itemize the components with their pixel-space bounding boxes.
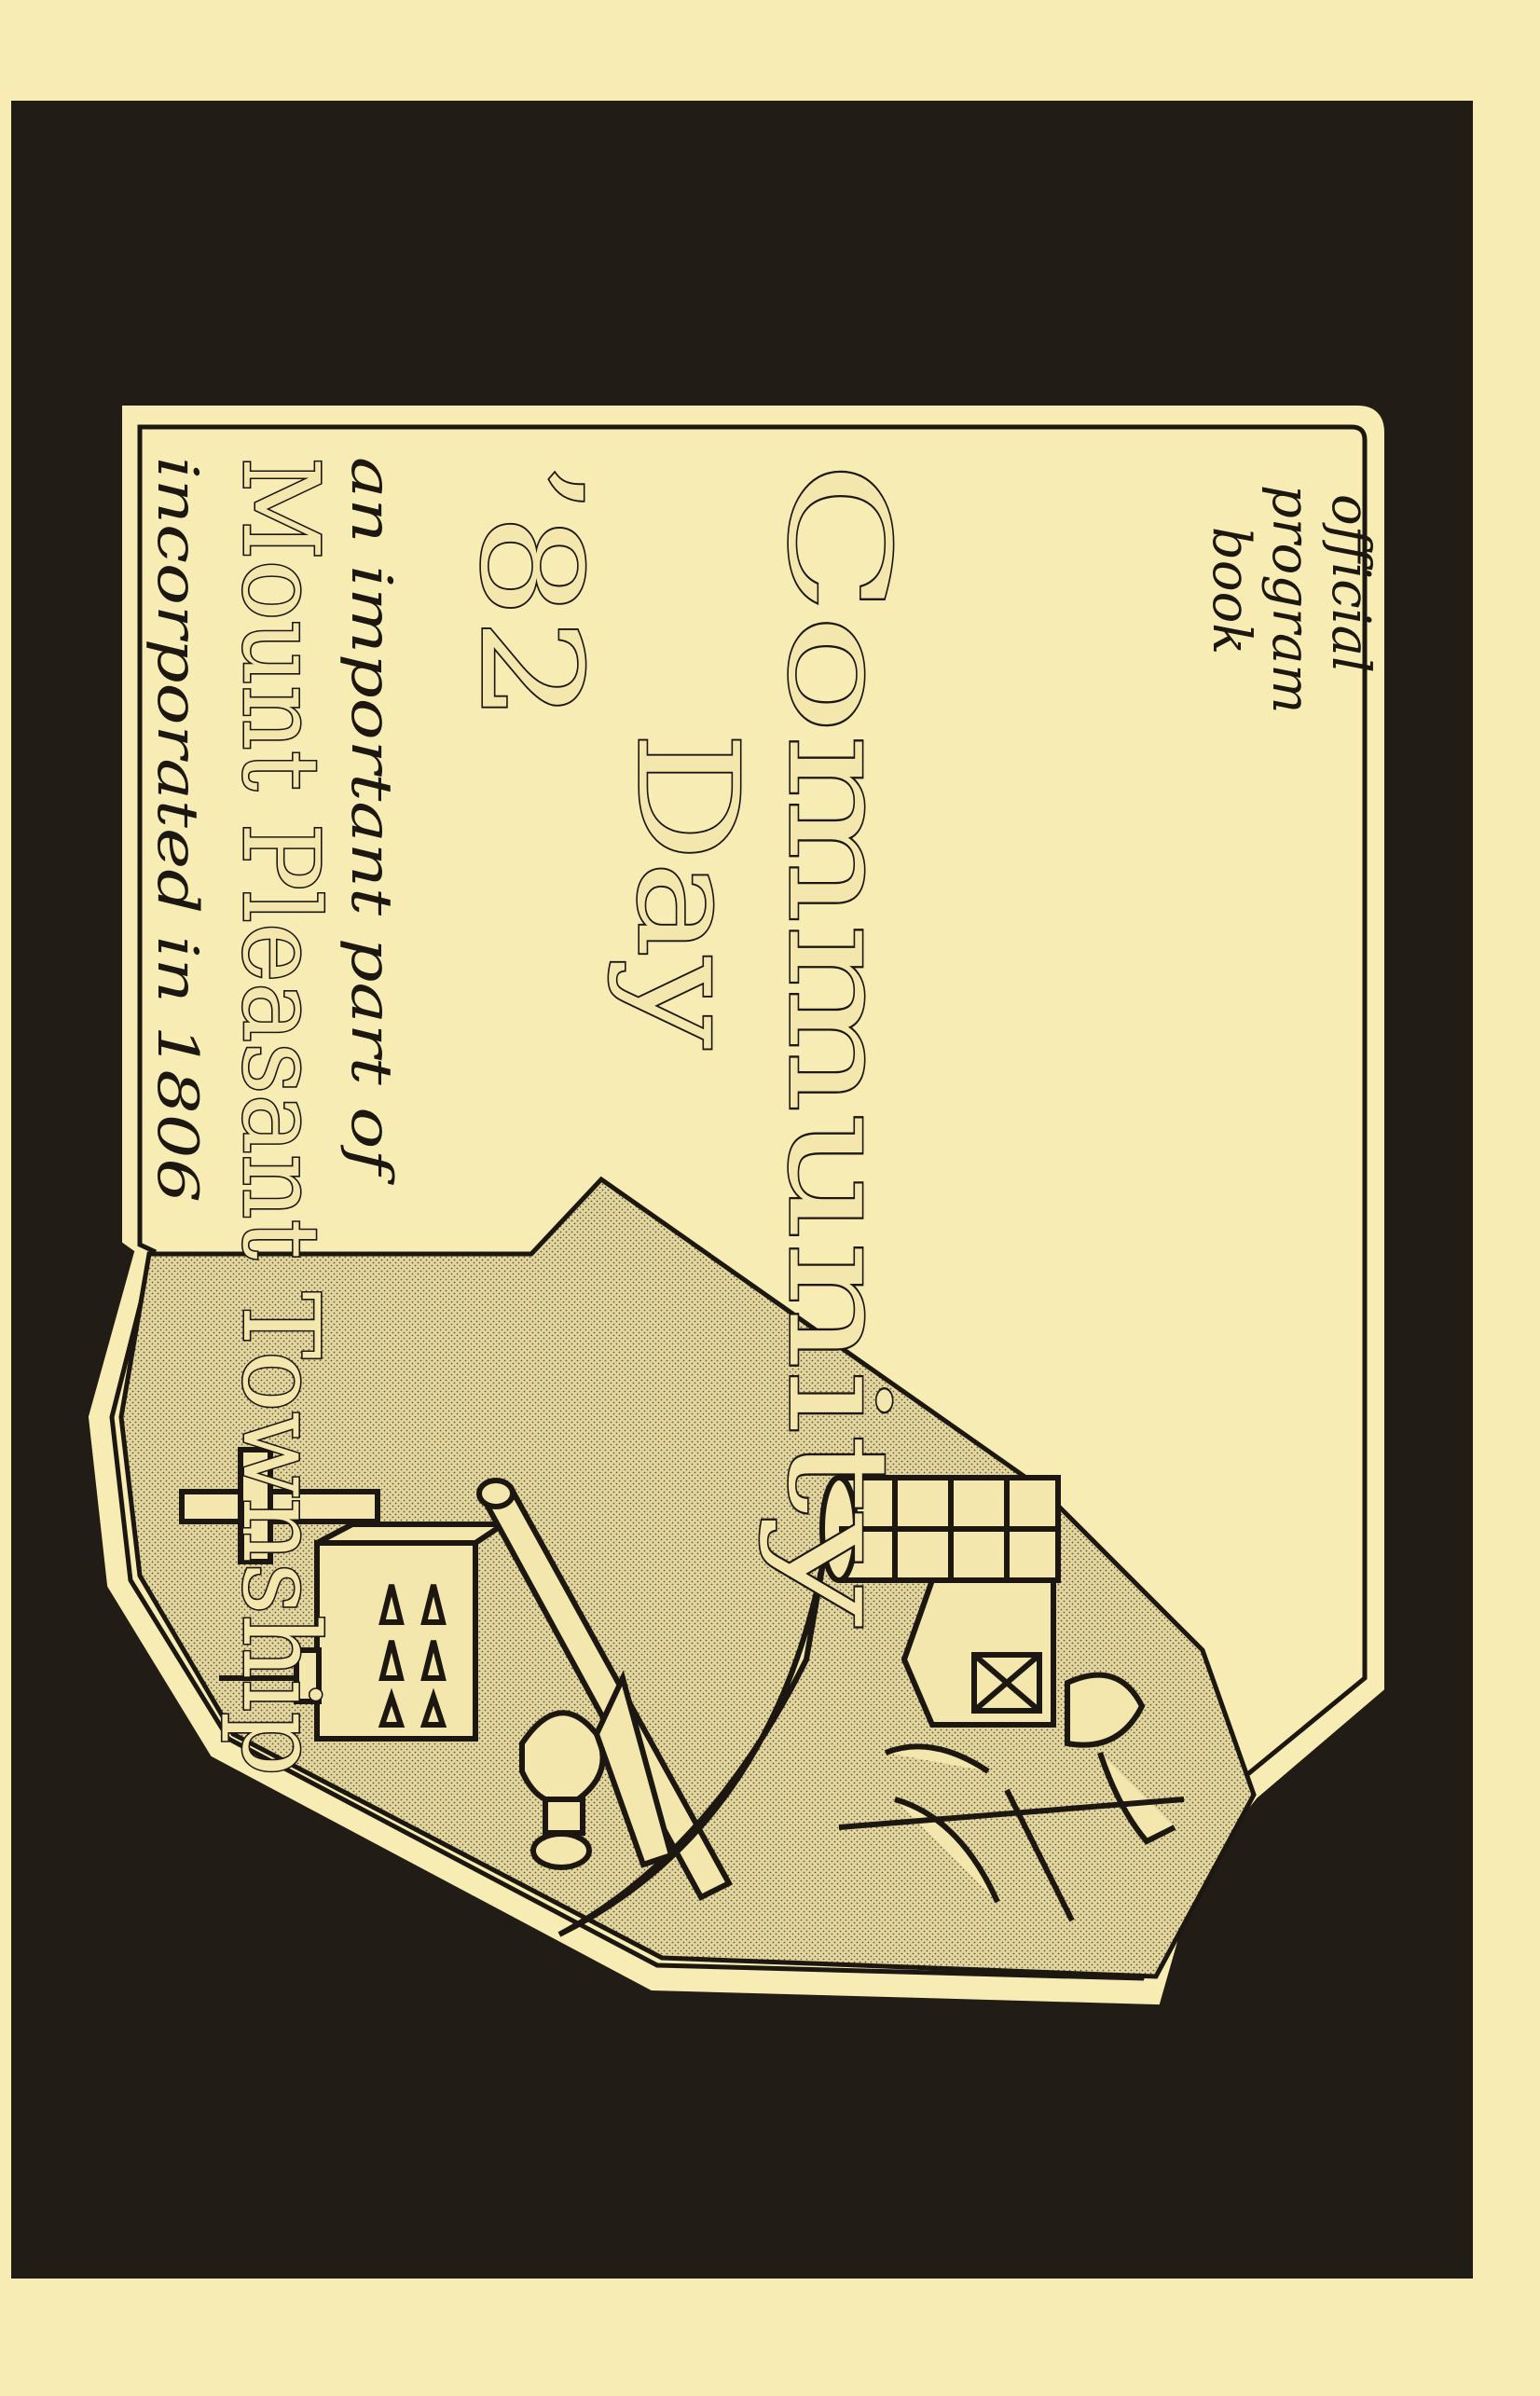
barn-silo-icon (819, 1475, 1061, 1728)
church-cross-icon (179, 1447, 513, 1742)
corn-stalk-icon (838, 1672, 1185, 1922)
miner-lamp-icon (519, 1670, 675, 1870)
title-year: ’82 (450, 461, 611, 723)
official-label: official (1320, 494, 1381, 673)
township-map-emblem (118, 1176, 1257, 1979)
tagline: an important part of (338, 457, 404, 1186)
book-label: book (1201, 527, 1261, 654)
program-label: program (1260, 485, 1321, 713)
township-name: Mount Pleasant Township (219, 457, 340, 1776)
panel-outline (109, 424, 1368, 1981)
title-day: Day (607, 732, 767, 1049)
incorporated-line: incorporated in 1806 (144, 457, 210, 1203)
title-community: Community (758, 461, 918, 1628)
